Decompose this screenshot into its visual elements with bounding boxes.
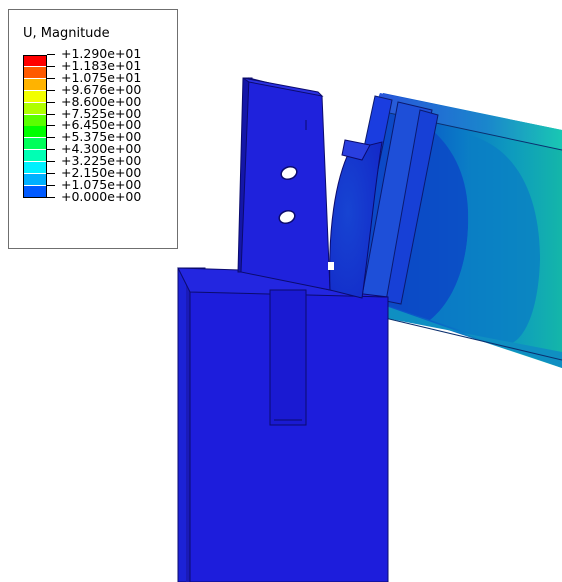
- legend-swatch: [23, 66, 47, 78]
- legend-tick: [47, 101, 55, 103]
- legend-swatch: [23, 174, 47, 185]
- beam-bottom-flange: [383, 305, 562, 368]
- legend-tick: [47, 77, 55, 79]
- legend-label: +1.290e+01: [61, 46, 142, 61]
- legend-label: +3.225e+00: [61, 153, 142, 169]
- legend-tick: [47, 65, 55, 67]
- legend-tick: [47, 113, 55, 115]
- legend-swatch: [23, 78, 47, 90]
- legend-tick: [47, 125, 55, 127]
- plate-top-edge: [242, 77, 324, 97]
- legend-tick: [47, 89, 55, 91]
- plate-face: [240, 77, 331, 291]
- column[interactable]: [177, 267, 389, 582]
- legend-tick: [47, 149, 55, 151]
- legend-swatch: [23, 150, 47, 162]
- legend-swatch: [23, 114, 47, 126]
- legend-tick: [47, 137, 55, 139]
- legend-swatch: [23, 162, 47, 174]
- beam-contour-band-2: [430, 135, 540, 345]
- legend-tick: [47, 196, 55, 198]
- legend-swatch: [23, 138, 47, 150]
- legend-tick: [47, 173, 55, 174]
- legend-label: +0.000e+00: [61, 188, 142, 204]
- connection-plate[interactable]: [237, 77, 383, 299]
- legend-tick: [47, 161, 55, 163]
- bolt-hole: [278, 209, 296, 225]
- legend-swatch: [23, 102, 47, 114]
- beam-edge: [384, 317, 562, 361]
- legend-label: +7.525e+00: [61, 105, 142, 121]
- legend-swatch: [23, 90, 47, 102]
- legend-label: +1.075e+01: [61, 69, 142, 85]
- legend-label: +9.676e+00: [61, 81, 142, 97]
- legend-label: +4.300e+00: [61, 141, 142, 157]
- legend-swatch: [23, 185, 47, 197]
- legend-tick: [47, 184, 55, 186]
- legend-swatch: [23, 126, 47, 138]
- legend-label: +1.183e+01: [61, 57, 142, 73]
- legend-tick: [47, 54, 55, 55]
- legend-label: +6.450e+00: [61, 117, 142, 133]
- legend-label: +2.150e+00: [61, 165, 142, 180]
- legend-label: +1.075e+00: [61, 176, 142, 192]
- legend-title: U, Magnitude: [23, 26, 110, 41]
- bolt-hole: [280, 165, 298, 181]
- gap-white: [328, 262, 334, 270]
- contour-legend: U, Magnitude +1.290e+01+1.183e+01+1.075e…: [8, 9, 178, 249]
- column-stiffener: [269, 289, 307, 426]
- beam-stiffener-2: [385, 109, 439, 305]
- legend-label: +8.600e+00: [61, 93, 142, 109]
- legend-swatch: [23, 55, 47, 66]
- legend-label: +5.375e+00: [61, 129, 142, 145]
- connector-curve: [329, 141, 383, 299]
- connector-lip: [341, 139, 371, 161]
